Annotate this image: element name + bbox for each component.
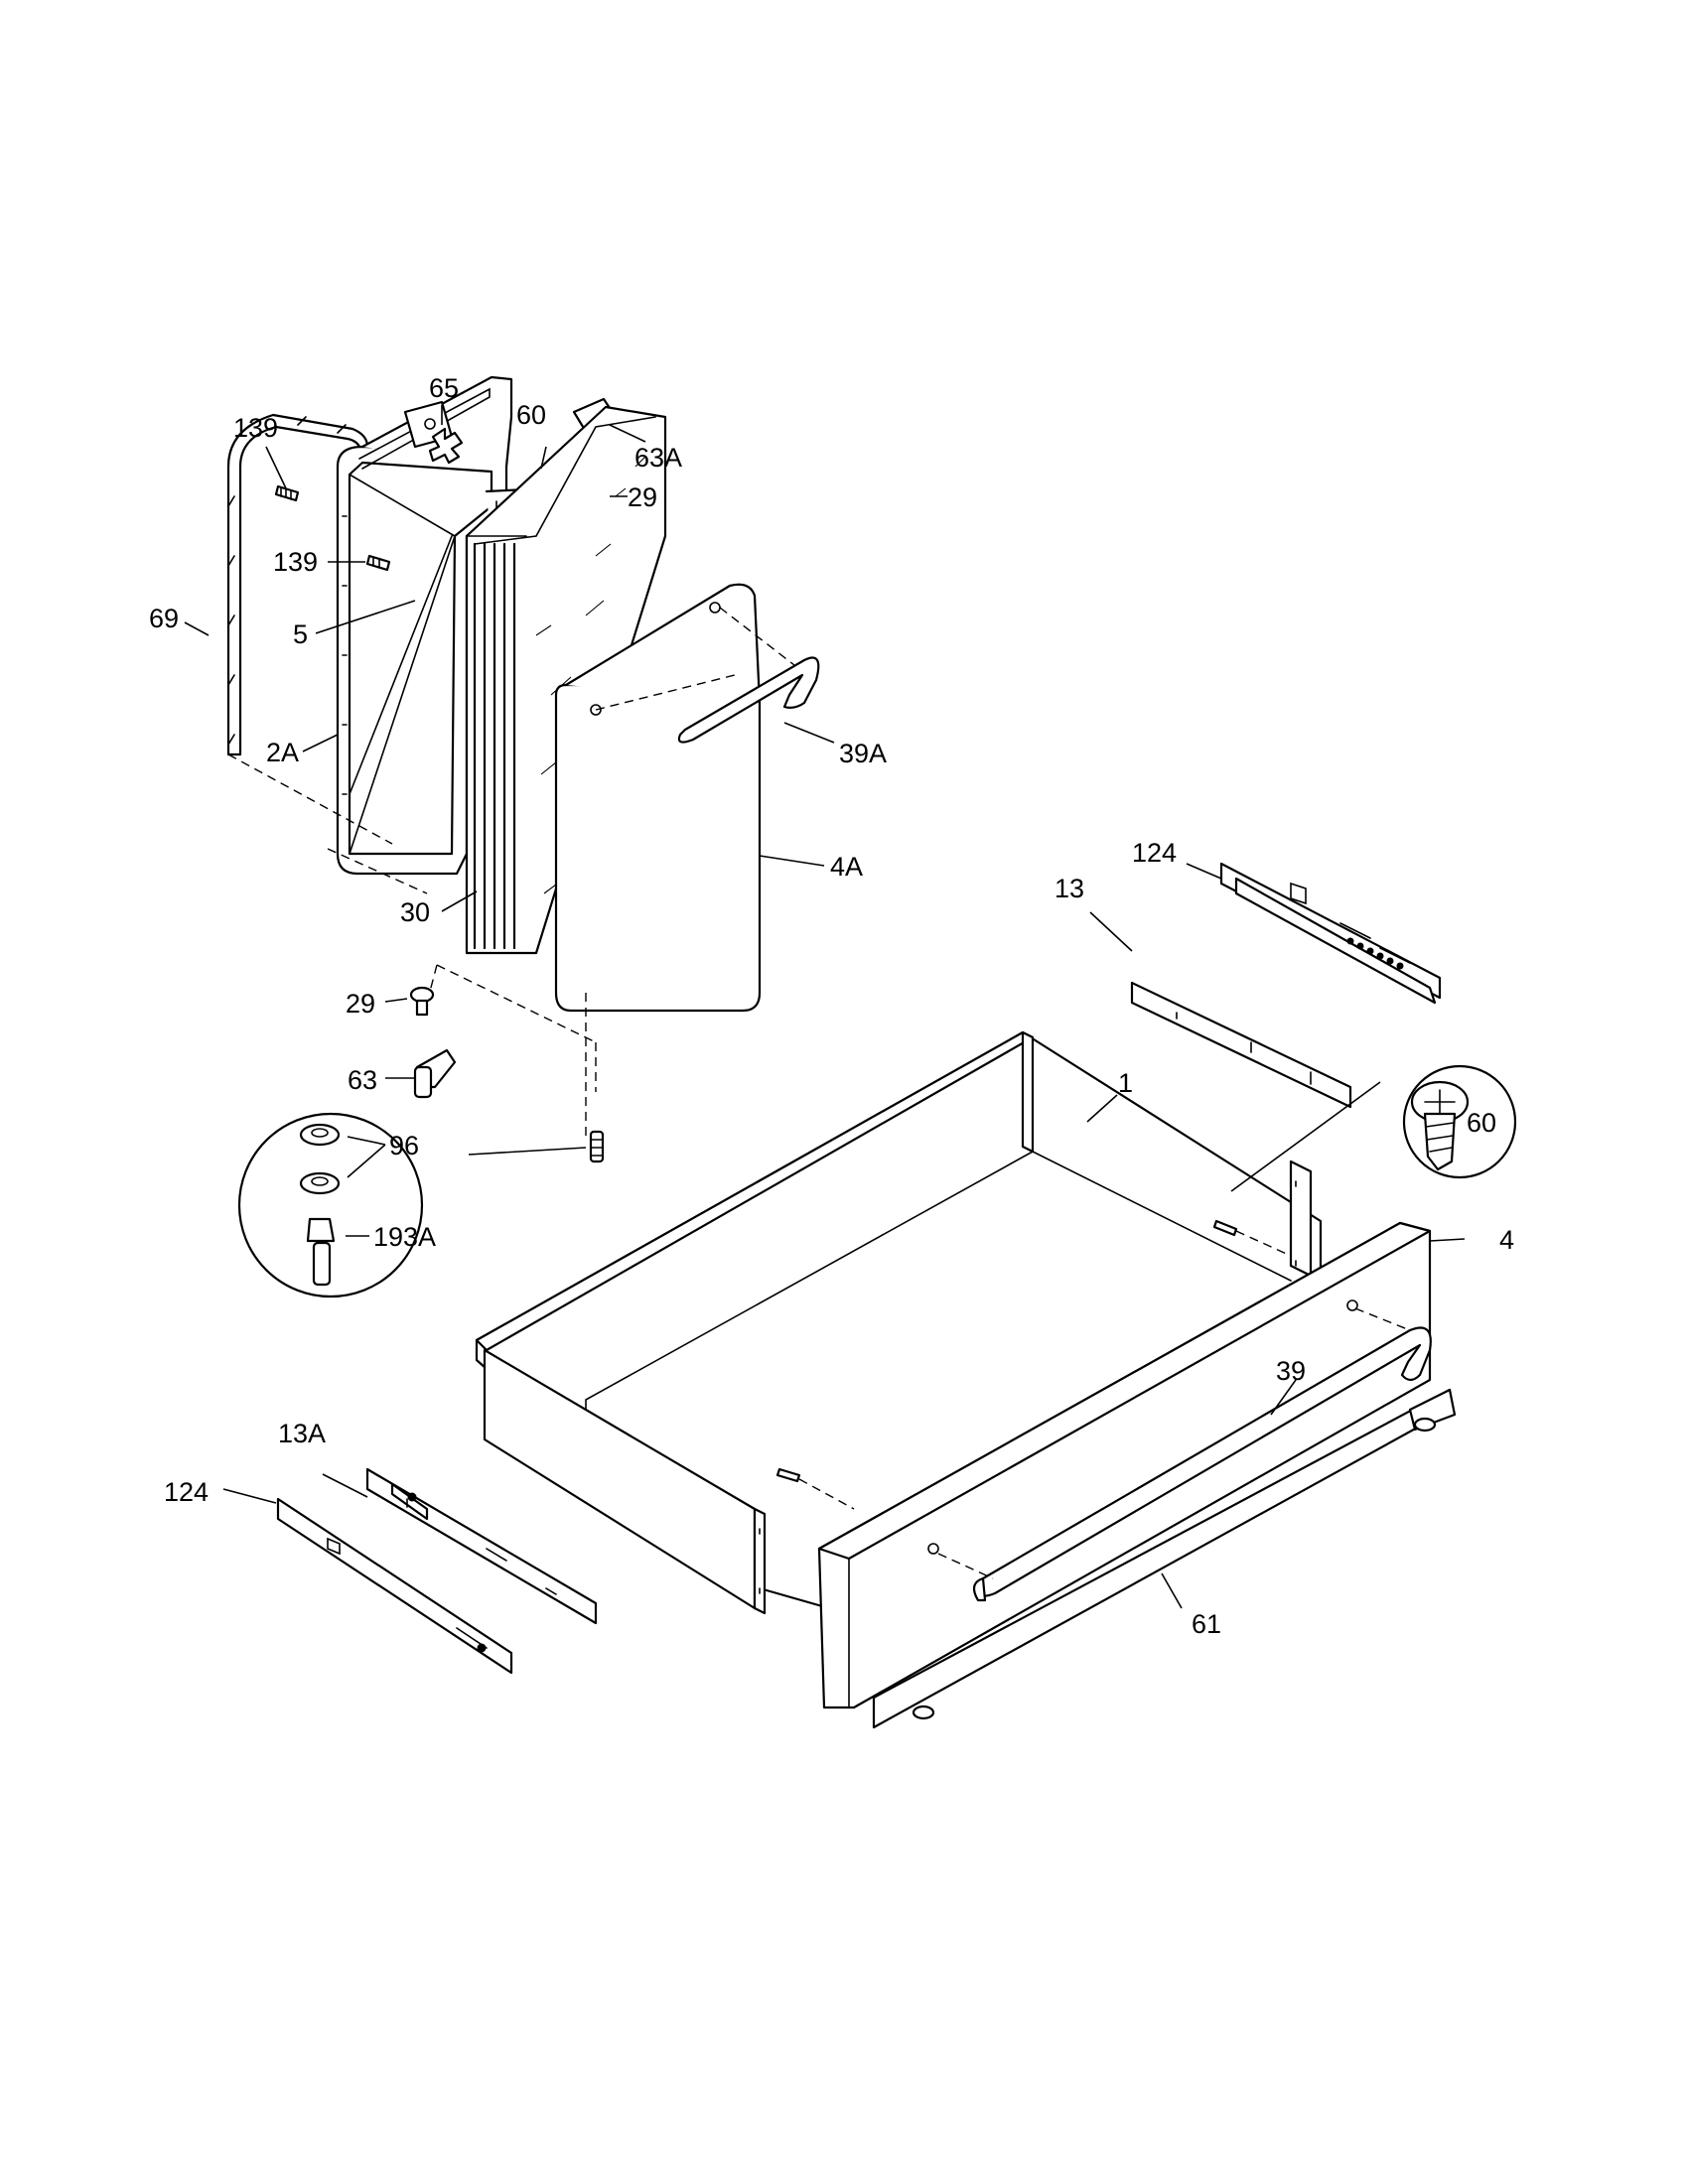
callout-61: 61 (1192, 1609, 1221, 1639)
callout-1: 1 (1118, 1068, 1133, 1098)
callout-5: 5 (293, 619, 308, 649)
kick-plate-61 (872, 1388, 1457, 1729)
callout-124-right: 124 (1132, 838, 1177, 868)
pivot-washer-29-lower (409, 986, 435, 1017)
drawer-screw-center (775, 1467, 855, 1510)
insulation-30 (465, 405, 667, 955)
callout-2a: 2A (266, 738, 299, 767)
callout-29-upper: 29 (628, 482, 657, 512)
callout-4a: 4A (830, 852, 863, 882)
hinge-cam-63 (413, 1048, 457, 1099)
screw-139-upper (274, 484, 300, 502)
callout-63a: 63A (634, 443, 682, 473)
drawer-screw-right (1212, 1219, 1292, 1257)
drawer-slide-124-right (1219, 862, 1442, 1005)
drawer-slide-124-left (276, 1497, 513, 1675)
callout-4: 4 (1499, 1225, 1514, 1255)
callout-63: 63 (348, 1065, 377, 1095)
assembly-line-door (227, 753, 597, 1092)
callout-39: 39 (1276, 1356, 1306, 1386)
callout-65: 65 (429, 373, 459, 403)
callout-13: 13 (1055, 874, 1084, 903)
callout-13a: 13A (278, 1419, 326, 1448)
callout-139-lower: 139 (273, 547, 318, 577)
leader-lines (184, 405, 1466, 1609)
drawer-handle-39 (937, 1307, 1432, 1602)
callout-39a: 39A (839, 739, 887, 768)
callout-60-detail: 60 (1467, 1108, 1496, 1138)
door-handle-39a (677, 656, 820, 744)
callout-124-left: 124 (164, 1477, 209, 1507)
door-stop-stack (589, 1130, 605, 1163)
drawer-rail-13 (1130, 981, 1352, 1109)
screw-139-lower (365, 554, 391, 572)
latch-plate-65 (428, 427, 464, 465)
callout-60-upper: 60 (516, 400, 546, 430)
drawer-rail-13a (365, 1467, 598, 1625)
detail-circle-hinge-pins (237, 1112, 424, 1298)
drawer-front-4 (817, 1221, 1432, 1709)
callout-30: 30 (400, 897, 430, 927)
callout-29-lower: 29 (346, 989, 375, 1019)
callout-139-upper: 139 (233, 413, 278, 443)
door-panel-4a (554, 583, 795, 1142)
callout-69: 69 (149, 604, 179, 633)
callout-193a: 193A (373, 1222, 436, 1252)
callout-96: 96 (389, 1131, 419, 1160)
callout-labels: 65 60 63A 139 29 139 5 69 2A 39A 4A 30 1… (149, 373, 1514, 1639)
screw-detail-60 (1402, 1064, 1517, 1179)
